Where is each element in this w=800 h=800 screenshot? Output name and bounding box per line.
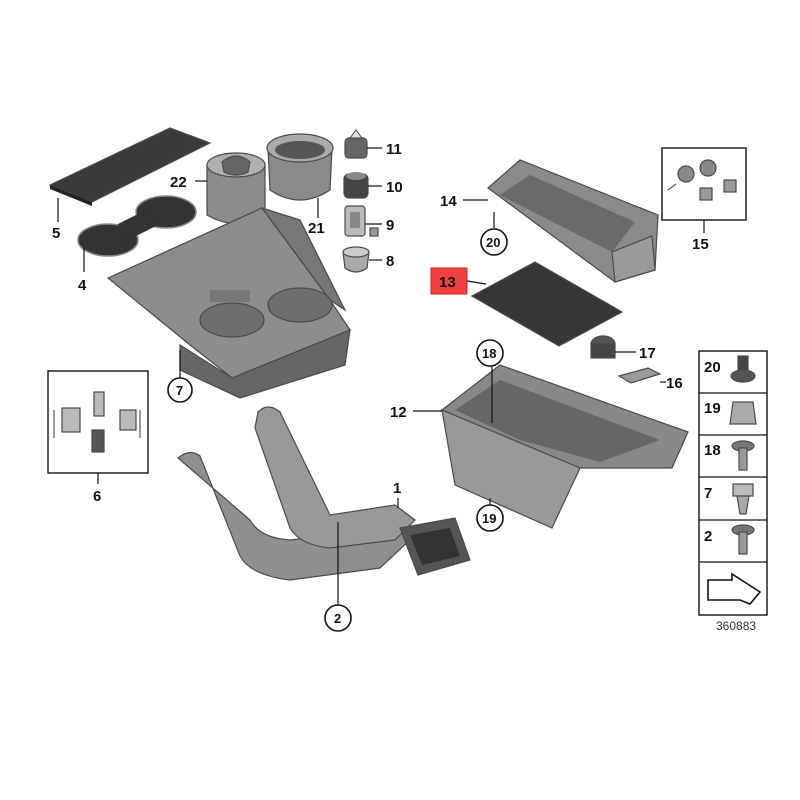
part-10-socket [343,172,369,199]
callout-8: 8 [386,253,394,270]
part-22-ashtray [206,152,266,224]
clip-nut-icon [729,401,757,425]
callout-10: 10 [386,179,403,196]
callout-13: 13 [439,274,456,291]
callout-21: 21 [308,220,325,237]
part-6-hinges [53,391,141,453]
callout-17: 17 [639,345,656,362]
callout-12: 12 [390,404,407,421]
callout-7: 7 [176,383,183,398]
callout-6: 6 [93,488,101,505]
part-4-cupholder-mat [77,195,197,257]
legend-label-19: 19 [704,400,721,417]
part-1-air-duct [177,406,471,581]
part-13-mat [470,261,624,347]
legend-label-20: 20 [704,359,721,376]
callout-15: 15 [692,236,709,253]
screw-grommet-icon [730,355,756,383]
part-17-plug [590,335,616,359]
callout-11: 11 [386,141,402,158]
reference-number: 360883 [716,619,756,633]
callout-4: 4 [78,277,87,294]
part-16-slider [617,367,662,384]
callout-13-highlight [430,267,468,295]
part-5-mat [48,127,212,206]
callout-22: 22 [170,174,187,191]
part-21-cup-insert [266,133,334,201]
callout-16: 16 [666,375,683,392]
callout-2: 2 [334,611,341,626]
callout-9: 9 [386,217,394,234]
callout-20: 20 [486,235,500,250]
screw-icon [731,440,755,471]
expanding-clip-icon [732,483,754,515]
callout-1: 1 [393,480,401,497]
legend-label-2: 2 [704,528,712,545]
part-12-storage-tray [440,364,689,529]
callout-19: 19 [482,511,496,526]
part-8-ring [342,246,370,273]
part-11-socket-cap [344,129,368,159]
legend-label-18: 18 [704,442,721,459]
legend-label-7: 7 [704,485,712,502]
screw-icon [731,524,755,555]
part-14-tray-frame [487,159,659,283]
callout-5: 5 [52,225,60,242]
part-15-latch-parts [667,159,737,201]
corner-arrow-icon [707,572,762,605]
callout-18: 18 [482,346,496,361]
part-9-socket-housing [344,205,379,237]
small-parts-legend: 20 19 18 7 2 [698,350,768,616]
callout-14: 14 [440,193,457,210]
part-7-cupholder-tray [106,206,351,399]
